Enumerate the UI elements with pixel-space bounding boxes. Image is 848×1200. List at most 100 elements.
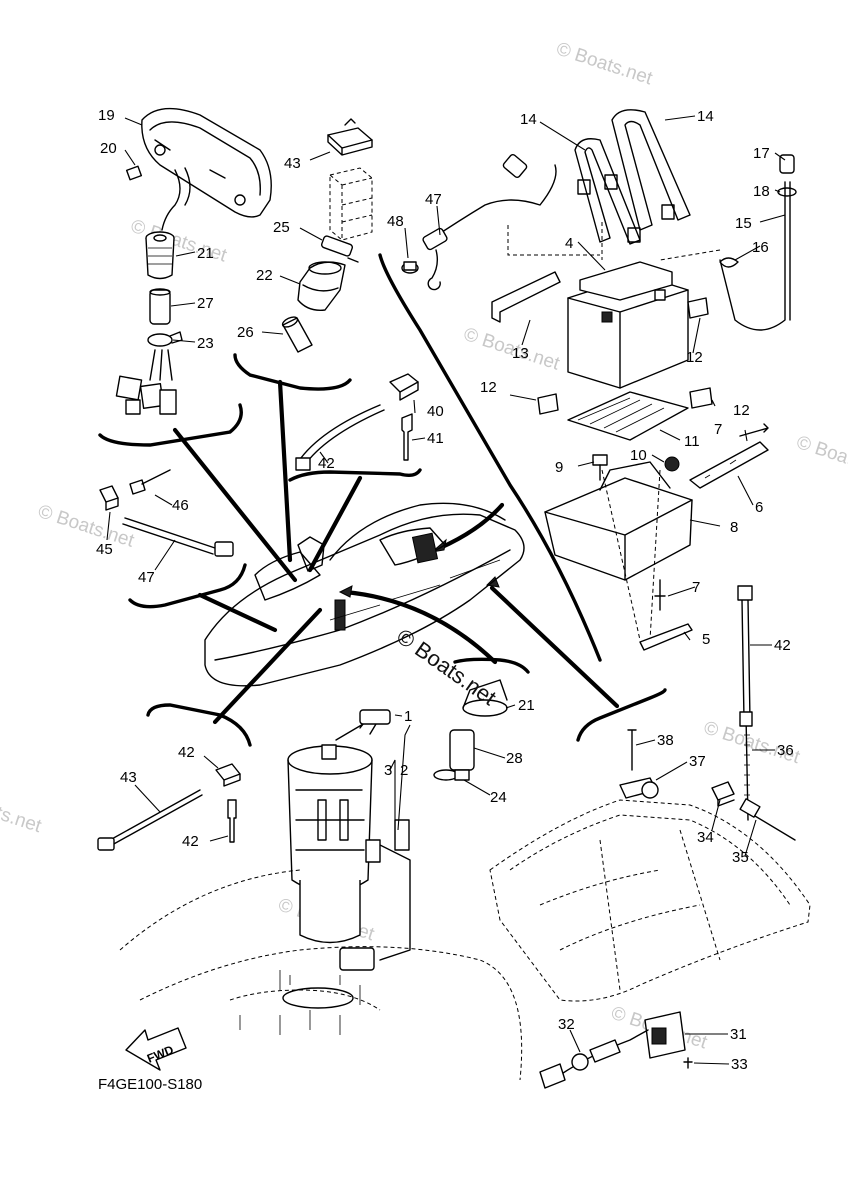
bracket-plate — [639, 623, 693, 651]
callout-label: 22 — [256, 267, 273, 284]
callout-label: 42 — [178, 744, 195, 761]
callout-label: 3 — [384, 762, 392, 779]
callout-label: 34 — [697, 829, 714, 846]
callout-label: 41 — [427, 430, 444, 447]
callout-label: 43 — [120, 769, 137, 786]
callout-label: 1 — [404, 708, 412, 725]
bolt — [592, 454, 608, 481]
rubber-boot — [297, 261, 346, 311]
watermark: © Boats.net — [554, 39, 656, 90]
forward-arrow-icon: FWD — [125, 1027, 187, 1071]
foam-block — [329, 167, 373, 241]
battery-tray — [567, 391, 689, 441]
screw — [683, 1057, 693, 1069]
callout-label: 17 — [753, 145, 770, 162]
rivet — [129, 469, 171, 495]
multifunction-meter — [125, 107, 272, 231]
rubber-pad — [537, 297, 713, 415]
callout-label: 40 — [427, 403, 444, 420]
callout-label: 7 — [714, 421, 722, 438]
callout-label: 42 — [774, 637, 791, 654]
callout-label: 12 — [480, 379, 497, 396]
clamp — [99, 485, 119, 511]
fuel-tank-outline — [119, 869, 523, 1081]
cable-tie — [97, 789, 203, 851]
clamp — [215, 763, 241, 787]
callout-label: 36 — [777, 742, 794, 759]
callout-label: 43 — [284, 155, 301, 172]
pin — [654, 423, 769, 611]
center-watermark: © Boats.net — [392, 624, 501, 711]
switch-bracket — [644, 1011, 686, 1059]
sensor — [539, 1029, 649, 1089]
cable-tie — [737, 585, 753, 721]
watermark: © Boats.net — [35, 501, 137, 552]
callout-label: 11 — [684, 433, 700, 450]
hose-fitting — [320, 235, 359, 263]
hood-frame-outline — [489, 799, 811, 1002]
watermark: © Boats.net — [128, 216, 230, 267]
callout-label: 47 — [425, 191, 442, 208]
rivet — [627, 729, 637, 771]
callout-label: 26 — [237, 324, 254, 341]
battery-plate — [491, 271, 561, 323]
callout-label: 35 — [732, 849, 749, 866]
callout-label: 46 — [172, 497, 189, 514]
fuel-pump-module — [287, 709, 411, 971]
callout-label: 32 — [558, 1016, 575, 1033]
watermark: © Boats.net — [794, 432, 848, 483]
hose-clamp — [147, 331, 183, 347]
callout-label: 28 — [506, 750, 523, 767]
callout-label: 42 — [182, 833, 199, 850]
callout-label: 5 — [702, 631, 710, 648]
wire-grommet — [145, 231, 175, 280]
callout-label: 24 — [490, 789, 507, 806]
callout-label: 47 — [138, 569, 155, 586]
callout-label: 33 — [731, 1056, 748, 1073]
watercraft-hull — [204, 502, 525, 687]
callout-label: 23 — [197, 335, 214, 352]
battery-strap — [574, 109, 691, 245]
sleeve — [149, 288, 171, 325]
callout-label: 14 — [697, 108, 714, 125]
battery-box — [544, 461, 693, 641]
callout-labels: 19 20 21 27 23 43 25 22 26 47 48 14 14 4… — [96, 107, 794, 1073]
callout-label: 15 — [735, 215, 752, 232]
holding-band — [689, 441, 769, 489]
watermark: © Boats.net — [0, 786, 45, 837]
holder-clip — [327, 118, 373, 156]
rivet — [401, 413, 413, 461]
callout-label: 12 — [686, 349, 703, 366]
callout-label: 12 — [733, 402, 750, 419]
cable-tie — [295, 404, 385, 471]
callout-label: 4 — [565, 235, 573, 252]
callout-label: 25 — [273, 219, 290, 236]
callout-label: 19 — [98, 107, 115, 124]
callout-label: 27 — [197, 295, 214, 312]
callout-label: 48 — [387, 213, 404, 230]
sensor-cable — [422, 153, 557, 291]
callout-label: 13 — [512, 345, 529, 362]
cable-tie — [122, 517, 234, 557]
callout-label: 37 — [689, 753, 706, 770]
tube-sleeve — [281, 316, 313, 353]
diagram-code: F4GE100-S180 — [98, 1076, 202, 1093]
callout-label: 38 — [657, 732, 674, 749]
callout-label: 16 — [752, 239, 769, 256]
nut — [664, 456, 680, 472]
callout-label: 20 — [100, 140, 117, 157]
callout-label: 8 — [730, 519, 738, 536]
watermarks: © Boats.net © Boats.net © Boats.net © Bo… — [0, 39, 848, 1054]
callout-label: 42 — [318, 455, 335, 472]
bolt — [401, 261, 419, 274]
temperature-sensor — [739, 798, 796, 841]
reference-lines — [98, 253, 667, 747]
clamp — [389, 373, 419, 401]
callout-label: 21 — [518, 697, 535, 714]
callout-label: 31 — [730, 1026, 747, 1043]
sleeve — [449, 729, 475, 771]
wire-connectors — [115, 349, 177, 415]
clamp — [619, 777, 659, 799]
callout-label: 7 — [692, 579, 700, 596]
